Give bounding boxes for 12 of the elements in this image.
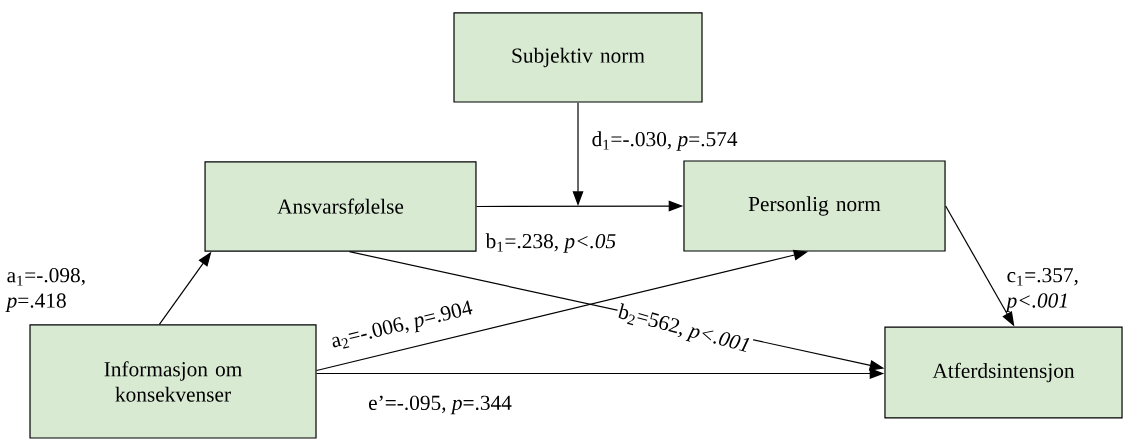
edge-label: a$_{1}$=-.098, p=.418 [5, 267, 85, 312]
process-box: Atferdsintensjon [884, 326, 1123, 419]
process-box: Informasjon om konsekvenser [29, 324, 317, 439]
edge-label: c$_{1}$=.357, p<.001 [1005, 268, 1078, 312]
edge-label: b$_{1}$=.238, p<.05 [485, 233, 616, 253]
edge-label: d$_{1}$=-.030, p=.574 [592, 131, 738, 151]
process-box: Subjektiv norm [453, 12, 703, 103]
edge-label: e’=-.095, p=.344 [369, 395, 512, 415]
process-box: Personlig norm [683, 160, 946, 252]
edge-label: b$_{2}$=562, p<.001 [614, 301, 754, 359]
edge-label: a$_{2}$=-.006, p=.904 [327, 298, 477, 354]
process-box: Ansvarsfølelse [204, 161, 477, 252]
